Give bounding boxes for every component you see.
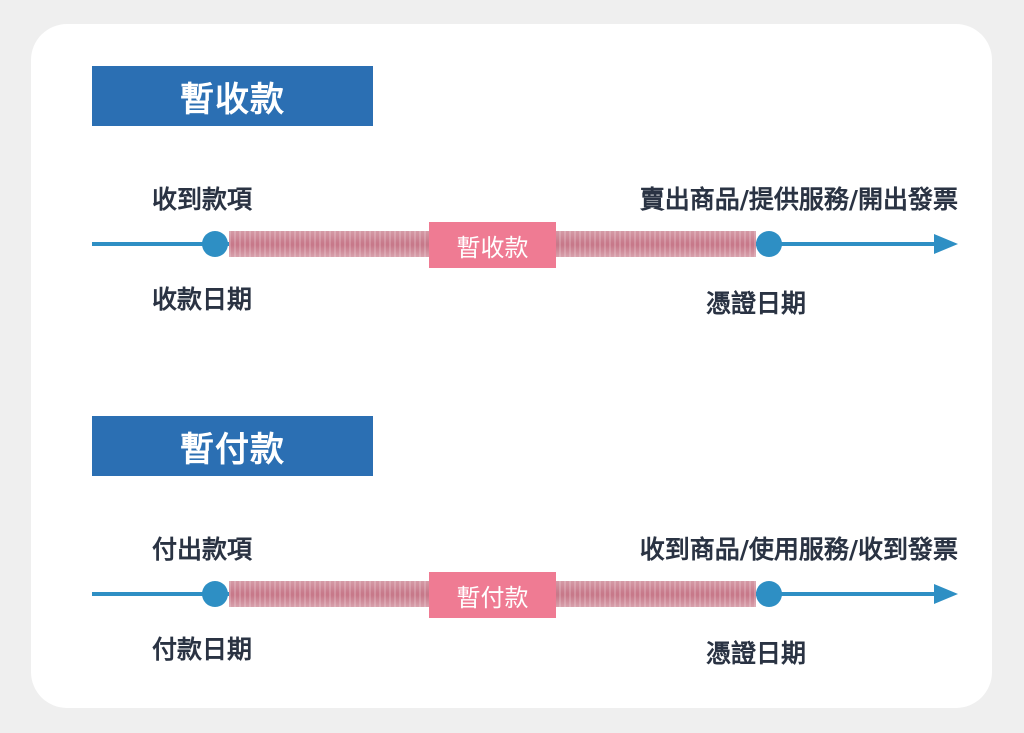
section-temporary-receipts: 暫收款 收到款項 賣出商品/提供服務/開出發票 暫收款 收款日期 憑證日期 — [0, 0, 1024, 318]
arrow-head-icon — [934, 584, 958, 604]
end-event-label: 收到商品/使用服務/收到發票 — [639, 535, 958, 564]
start-date-label: 付款日期 — [152, 635, 253, 664]
section-title: 暫付款 — [92, 416, 373, 476]
section-temporary-payments: 暫付款 付出款項 收到商品/使用服務/收到發票 暫付款 付款日期 憑證日期 — [0, 350, 1024, 668]
start-event-label: 付出款項 — [152, 535, 253, 564]
end-dot-icon — [756, 231, 782, 257]
end-event-label: 賣出商品/提供服務/開出發票 — [639, 185, 958, 214]
arrow-head-icon — [934, 234, 958, 254]
end-date-label: 憑證日期 — [706, 289, 807, 318]
start-event-label: 收到款項 — [152, 185, 253, 214]
section-title: 暫收款 — [92, 66, 373, 126]
start-dot-icon — [202, 231, 228, 257]
end-dot-icon — [756, 581, 782, 607]
end-date-label: 憑證日期 — [706, 639, 807, 668]
start-dot-icon — [202, 581, 228, 607]
period-badge: 暫收款 — [429, 222, 556, 268]
start-date-label: 收款日期 — [152, 285, 253, 314]
period-badge: 暫付款 — [429, 572, 556, 618]
